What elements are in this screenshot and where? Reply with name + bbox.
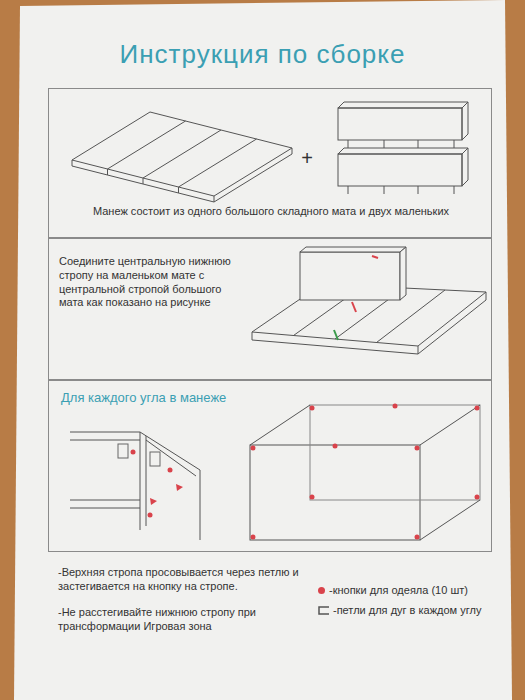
- instruction-panel: Манеж состоит из одного большого складно…: [48, 88, 492, 238]
- legend: -кнопки для одеяла (10 шт) -петли для дуг…: [318, 584, 508, 624]
- note: -Верхняя стропа просовывается через петл…: [58, 566, 313, 594]
- legend-row: -петли для дуг в каждом углу: [318, 604, 508, 618]
- corner-detail: [70, 432, 200, 540]
- instruction-panel: Для каждого угла в манеже: [48, 380, 492, 552]
- playpen-box: [250, 404, 480, 541]
- small-mats: [338, 102, 468, 194]
- loop-symbol: [318, 606, 330, 615]
- legend-text: -петли для дуг в каждом углу: [333, 604, 481, 618]
- title-wrap: Инструкция по сборке: [0, 38, 525, 71]
- title: Инструкция по сборке: [0, 38, 525, 71]
- plus-sign-wrap: +: [296, 146, 318, 171]
- legend-swatch: [318, 587, 325, 594]
- section-heading: Для каждого угла в манеже: [61, 390, 311, 406]
- legend-row: -кнопки для одеяла (10 шт): [318, 584, 508, 598]
- panel-text: Манеж состоит из одного большого складно…: [61, 205, 481, 219]
- folding-mat: [72, 112, 292, 202]
- plus-sign: +: [296, 146, 318, 171]
- instruction-panel: Соедините центральную нижнюю стропу на м…: [48, 238, 492, 380]
- note: -Не расстегивайте нижнюю стропу при тран…: [58, 606, 313, 634]
- connection-figure: [252, 247, 486, 354]
- note-wrap: -Не расстегивайте нижнюю стропу при тран…: [58, 606, 313, 634]
- note-wrap: -Верхняя стропа просовывается через петл…: [58, 566, 313, 594]
- paper-sheet: [14, 0, 512, 700]
- legend-text: -кнопки для одеяла (10 шт): [329, 584, 468, 598]
- panel-text: Соедините центральную нижнюю стропу на м…: [59, 255, 247, 310]
